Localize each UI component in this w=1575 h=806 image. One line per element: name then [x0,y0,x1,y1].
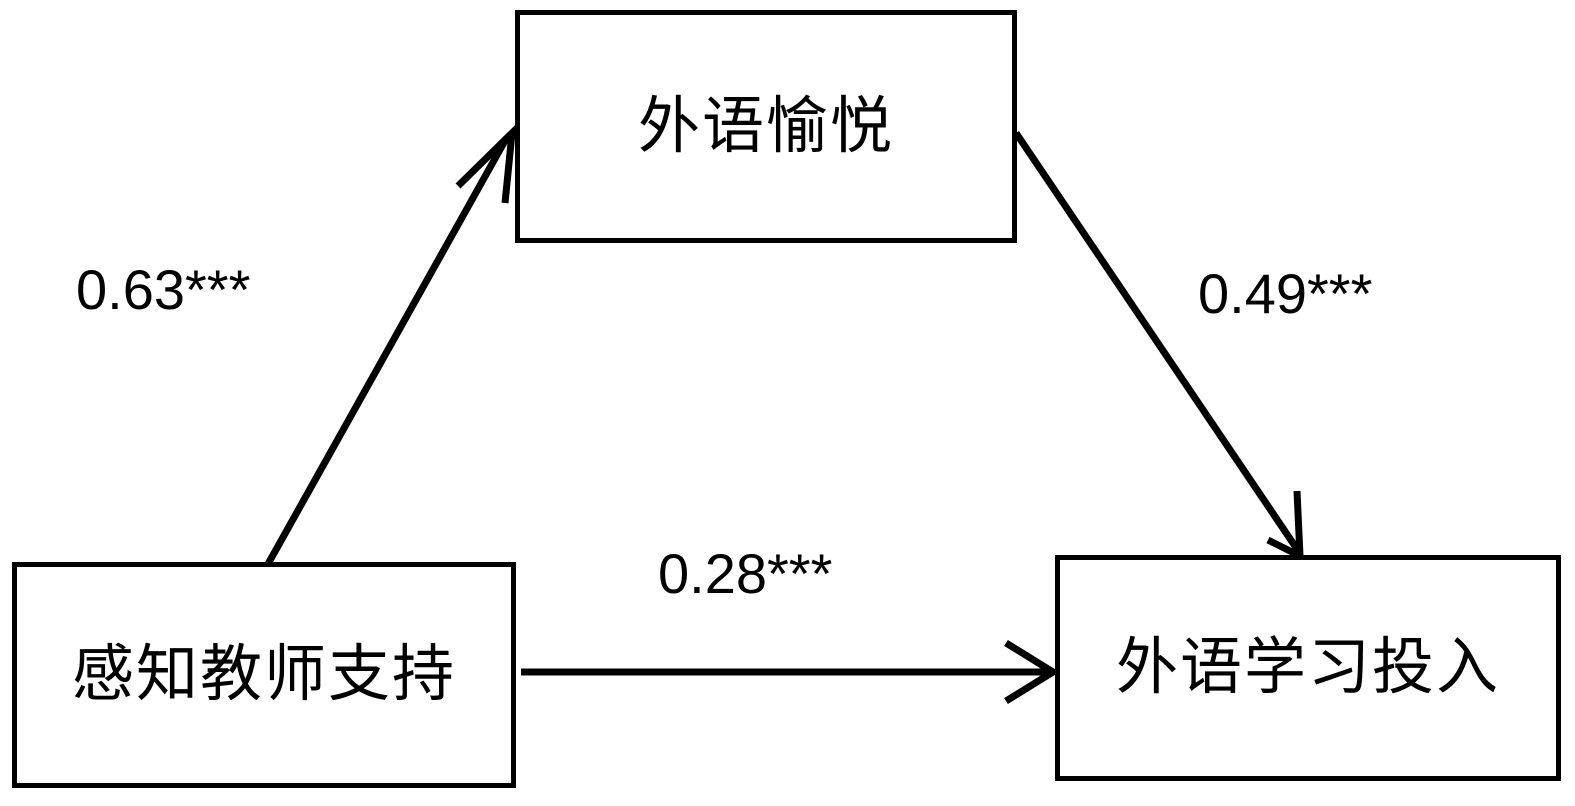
arrow-enjoyment-to-engagement [1013,131,1304,562]
node-box-perceived-teacher-support[interactable]: 感知教师支持 [12,562,516,788]
node-box-enjoyment[interactable]: 外语愉悦 [515,10,1017,243]
arrow-line-b [1013,131,1302,554]
node-label-learning-engagement: 外语学习投入 [1115,634,1500,702]
arrow-support-to-engagement [521,640,1060,704]
path-coefficient-c: 0.28*** [658,542,833,605]
node-label-perceived-teacher-support: 感知教师支持 [71,641,456,709]
arrowhead-a [455,123,517,204]
arrowhead-c [1004,640,1060,704]
arrow-support-to-enjoyment [264,123,517,566]
path-coefficient-b: 0.49*** [1198,262,1373,325]
arrow-line-a [264,137,510,566]
node-label-enjoyment: 外语愉悦 [637,92,894,161]
node-box-learning-engagement[interactable]: 外语学习投入 [1055,555,1561,781]
path-coefficient-a: 0.63*** [76,258,251,321]
